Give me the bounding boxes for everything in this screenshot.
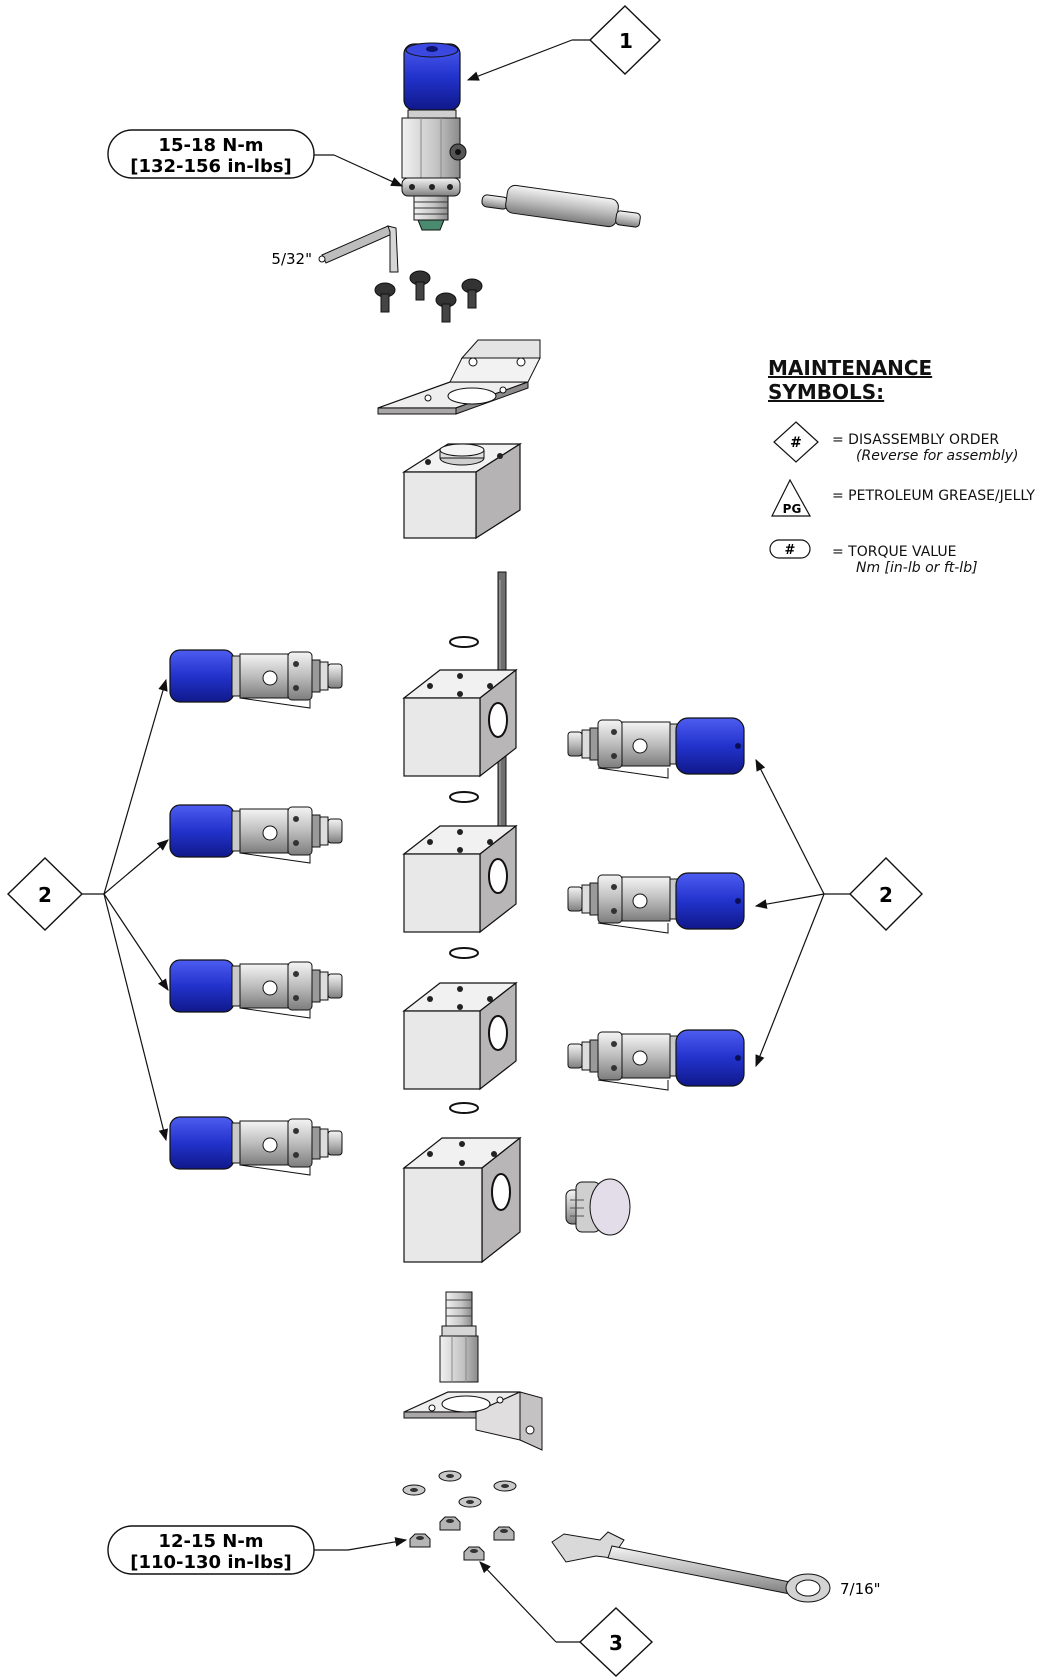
- callout-2-left-label: 2: [38, 883, 52, 907]
- valve-left-2: [169, 804, 343, 864]
- torque-callout-bottom: 12-15 N-m [110-130 in-lbs]: [107, 1525, 408, 1575]
- manifold-block-4: [402, 1136, 522, 1264]
- disassembly-symbol-text: #: [790, 435, 802, 451]
- triangle-symbol-icon: PG: [771, 478, 812, 517]
- legend-disassembly-sub: (Reverse for assembly): [856, 448, 1019, 464]
- valve-right-1: [567, 717, 745, 779]
- callout-3-label: 3: [609, 1631, 623, 1655]
- hex-key-tool: 5/32": [271, 225, 399, 273]
- combination-wrench-tool: 7/16": [551, 1531, 881, 1603]
- adapter-fitting: [439, 1291, 479, 1383]
- callout-1-label: 1: [619, 29, 633, 53]
- callout-2-left: 2: [6, 678, 169, 1142]
- legend-disassembly-text: = DISASSEMBLY ORDER: [832, 432, 1000, 448]
- callout-1: 1: [466, 5, 662, 81]
- valve-right-2: [567, 872, 745, 934]
- torque-oval-symbol-icon: #: [769, 539, 811, 559]
- valve-right-3: [567, 1029, 745, 1091]
- torque-bottom-line2: [110-130 in-lbs]: [130, 1552, 292, 1573]
- legend-title: MAINTENANCE SYMBOLS:: [768, 356, 933, 404]
- callout-2-right: 2: [754, 758, 923, 1068]
- o-ring-4: [449, 1102, 479, 1114]
- o-ring-2: [449, 791, 479, 803]
- torque-callout-top: 15-18 N-m [132-156 in-lbs]: [107, 129, 404, 187]
- nuts: [409, 1516, 515, 1561]
- top-relief-valve: [401, 42, 467, 231]
- manifold-block-3: [403, 982, 517, 1090]
- top-manifold-block: [401, 442, 523, 540]
- pin: [481, 184, 641, 228]
- valve-left-4: [169, 1116, 343, 1176]
- hex-key-size-label: 5/32": [271, 250, 312, 268]
- manifold-block-2: [403, 825, 517, 933]
- legend-grease-text: = PETROLEUM GREASE/JELLY: [832, 488, 1035, 504]
- valve-left-1: [169, 649, 343, 709]
- legend-torque-sub: Nm [in-lb or ft-lb]: [856, 560, 978, 576]
- diamond-symbol-icon: #: [773, 421, 819, 463]
- screws: [374, 270, 483, 323]
- legend-torque-text: = TORQUE VALUE: [832, 544, 957, 560]
- o-ring-3: [449, 947, 479, 959]
- top-bracket: [377, 339, 541, 415]
- bottom-bracket: [403, 1391, 543, 1451]
- washers: [402, 1470, 517, 1508]
- callout-3: 3: [479, 1561, 654, 1677]
- legend-row-disassembly: # = DISASSEMBLY ORDER (Reverse for assem…: [768, 420, 1053, 476]
- wrench-size-label: 7/16": [840, 1580, 881, 1598]
- legend-row-torque: # = TORQUE VALUE Nm [in-lb or ft-lb]: [768, 532, 1053, 588]
- plug: [565, 1178, 631, 1236]
- callout-2-right-label: 2: [879, 883, 893, 907]
- maintenance-symbols-legend: MAINTENANCE SYMBOLS: # = DISASSEMBLY ORD…: [768, 356, 1053, 588]
- o-ring-1: [449, 636, 479, 648]
- torque-top-line2: [132-156 in-lbs]: [130, 156, 292, 177]
- torque-top-line1: 15-18 N-m: [158, 135, 263, 156]
- torque-bottom-line1: 12-15 N-m: [158, 1531, 263, 1552]
- torque-symbol-text: #: [785, 543, 796, 558]
- legend-row-grease: PG = PETROLEUM GREASE/JELLY: [768, 476, 1053, 532]
- manifold-block-1: [403, 669, 517, 777]
- valve-left-3: [169, 959, 343, 1019]
- pg-symbol-text: PG: [783, 502, 802, 516]
